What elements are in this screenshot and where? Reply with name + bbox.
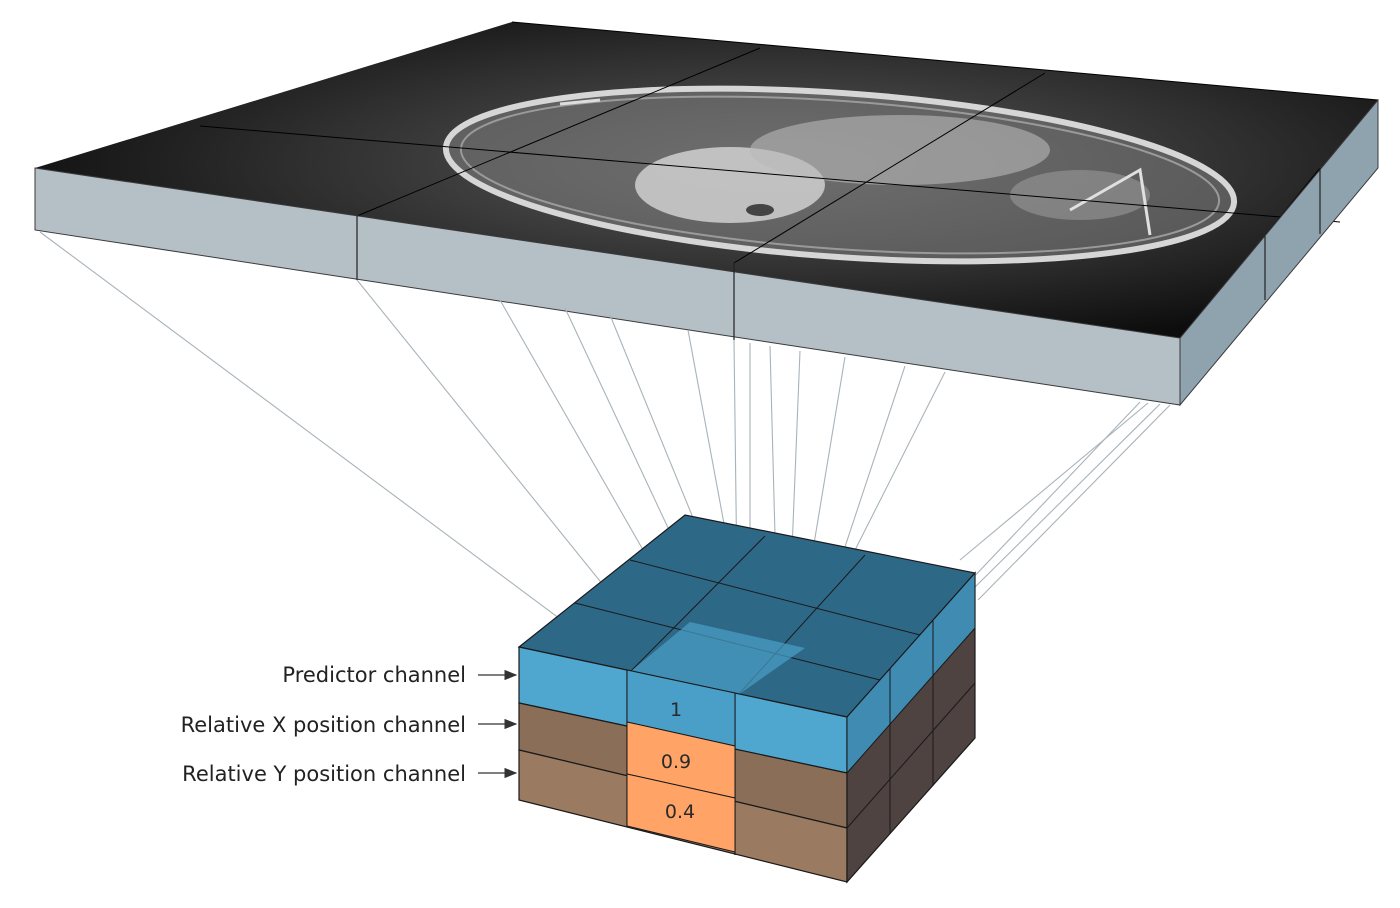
relative-y-value: 0.4 (665, 801, 695, 823)
relative-y-center-cell (626, 773, 736, 853)
predictor-side-strip (846, 571, 976, 775)
image-slab-side (1179, 98, 1379, 407)
relative-y-channel-label: Relative Y position channel (182, 762, 466, 786)
predictor-channel-label: Predictor channel (282, 663, 466, 687)
microscope-image (442, 85, 1238, 265)
image-slab (34, 21, 1379, 407)
channel-labels: Predictor channel Relative X position ch… (181, 663, 518, 786)
predictor-value: 1 (670, 699, 682, 721)
relative-x-channel-label: Relative X position channel (181, 713, 466, 737)
channel-block: 1 0.9 0.4 (517, 514, 977, 884)
predictor-center-cell-top (630, 622, 805, 695)
relative-x-value: 0.9 (661, 751, 691, 773)
